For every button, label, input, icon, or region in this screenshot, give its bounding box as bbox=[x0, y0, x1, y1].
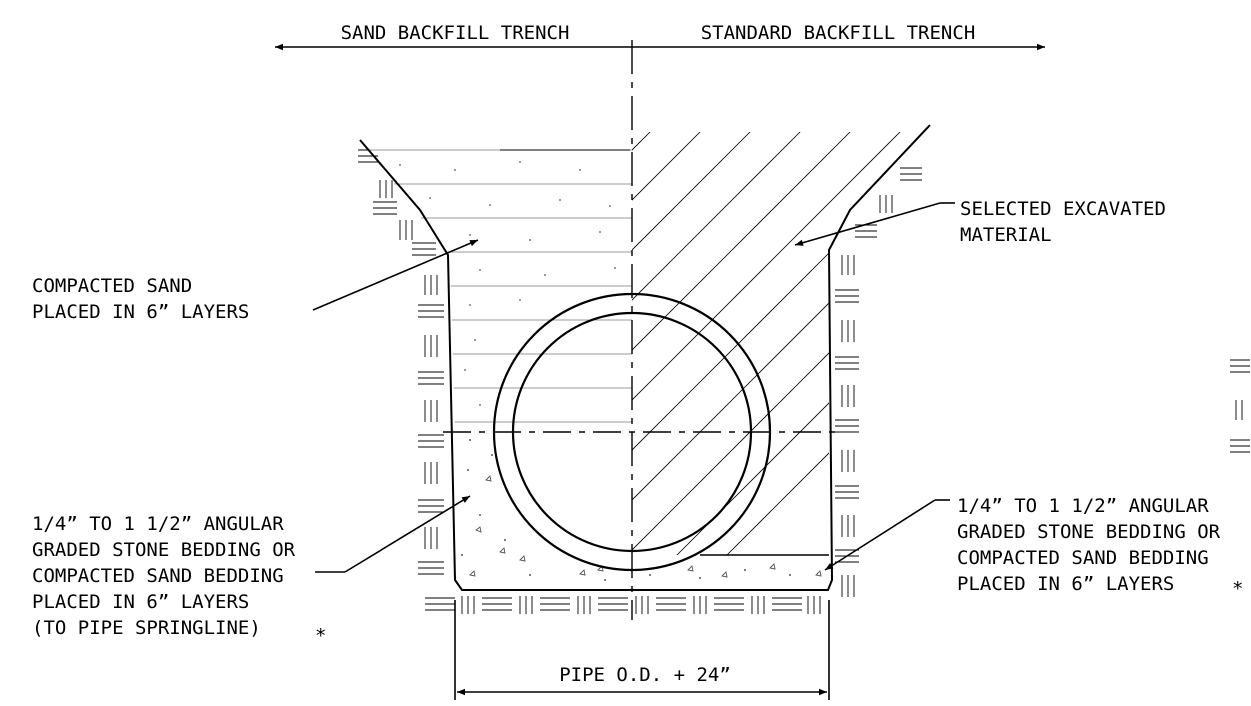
callout-line: COMPACTED SAND BEDDING bbox=[957, 547, 1209, 569]
native-soil-hatch-bottom bbox=[425, 596, 821, 614]
callout-line: MATERIAL bbox=[960, 224, 1052, 246]
trench-outline bbox=[359, 124, 931, 591]
centerlines bbox=[443, 40, 835, 620]
header-sand-trench: SAND BACKFILL TRENCH bbox=[341, 22, 570, 44]
callout-line: COMPACTED SAND bbox=[32, 275, 192, 297]
header-standard-trench: STANDARD BACKFILL TRENCH bbox=[701, 22, 976, 44]
callout-line: 1/4” TO 1 1/2” ANGULAR bbox=[957, 495, 1209, 517]
callout-line: 1/4” TO 1 1/2” ANGULAR bbox=[32, 513, 284, 535]
compacted-sand-fill bbox=[360, 149, 632, 423]
callout-line: GRADED STONE BEDDING OR bbox=[32, 539, 296, 561]
callout-compacted-sand: COMPACTED SAND PLACED IN 6” LAYERS bbox=[32, 275, 249, 323]
callout-line: COMPACTED SAND BEDDING bbox=[32, 565, 284, 587]
callout-line: SELECTED EXCAVATED bbox=[960, 198, 1166, 220]
width-dimension bbox=[454, 600, 830, 700]
callout-line: PLACED IN 6” LAYERS bbox=[32, 301, 249, 323]
callout-line: (TO PIPE SPRINGLINE) bbox=[32, 617, 261, 639]
asterisk-note: * bbox=[315, 625, 326, 647]
callout-right-bedding: 1/4” TO 1 1/2” ANGULAR GRADED STONE BEDD… bbox=[957, 495, 1243, 600]
callout-left-bedding: 1/4” TO 1 1/2” ANGULAR GRADED STONE BEDD… bbox=[32, 513, 326, 647]
callout-line: PLACED IN 6” LAYERS bbox=[32, 591, 249, 613]
asterisk-note: * bbox=[1232, 578, 1243, 600]
callout-line: PLACED IN 6” LAYERS bbox=[957, 573, 1174, 595]
dimension-label: PIPE O.D. + 24” bbox=[559, 664, 731, 686]
leader-lines bbox=[312, 202, 955, 573]
stone-bedding-fill bbox=[461, 439, 822, 581]
native-soil-hatch-left bbox=[358, 149, 444, 575]
callout-selected-material: SELECTED EXCAVATED MATERIAL bbox=[960, 198, 1166, 246]
callout-line: GRADED STONE BEDDING OR bbox=[957, 521, 1221, 543]
